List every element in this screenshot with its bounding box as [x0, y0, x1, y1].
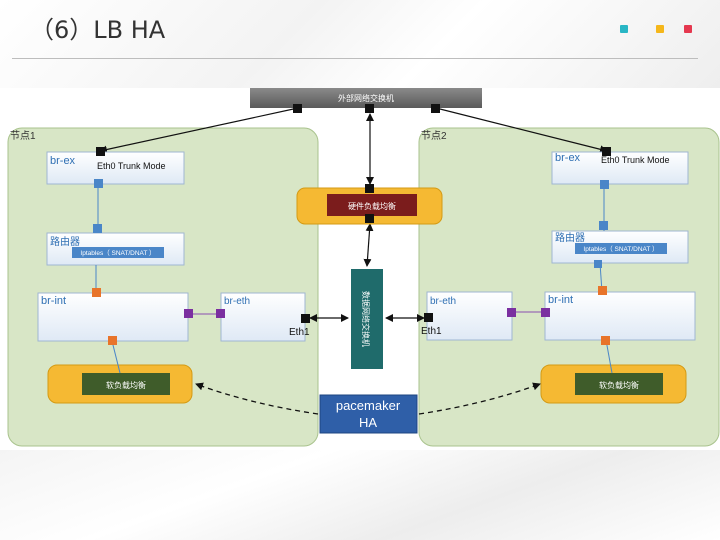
- node2-port: [507, 308, 516, 317]
- node1-br-int-label: br-int: [41, 295, 66, 307]
- node1-trunk-port: [96, 147, 105, 156]
- node1-br-eth-label: br-eth: [224, 296, 250, 307]
- hw-lb-box: [327, 194, 417, 216]
- pacemaker-to-node1-softlb: [195, 382, 319, 415]
- node2-trunk-label: Eth0 Trunk Mode: [601, 155, 670, 165]
- node1-router-label: 路由器: [50, 235, 80, 248]
- node1-port: [108, 336, 117, 345]
- hw-lb-label: 硬件负载均衡: [348, 201, 396, 211]
- title-divider: [12, 58, 698, 59]
- accent-dot-red: [684, 25, 692, 33]
- node2-iptables-label: Iptables（ SNAT/DNAT ）: [583, 245, 658, 253]
- node2-label: 节点2: [421, 130, 447, 142]
- slide-title: （6）LB HA: [30, 16, 166, 44]
- accent-dot-yellow: [656, 25, 664, 33]
- node1-port: [184, 309, 193, 318]
- pacemaker-box: [319, 394, 418, 434]
- switch-port-right: [431, 104, 440, 113]
- node2-br-int-label: br-int: [548, 294, 573, 306]
- node1-link-brint-softlb: [111, 340, 121, 374]
- data-switch-label: 数据网络交换机: [361, 291, 371, 347]
- node2-eth1-port: [424, 313, 433, 322]
- node2-br-eth: [426, 291, 513, 341]
- node1-br-eth: [220, 292, 306, 342]
- link-switch-node2: [435, 107, 608, 154]
- node2-br-eth-label: br-eth: [430, 296, 456, 307]
- node2-port: [594, 260, 602, 268]
- node2-eth1-label: Eth1: [421, 326, 442, 337]
- node1-eth1-label: Eth1: [289, 327, 310, 338]
- node1-trunk-label: Eth0 Trunk Mode: [97, 161, 166, 171]
- node2-port: [541, 308, 550, 317]
- hw-lb-port-bottom: [365, 214, 374, 223]
- node2-br-int: [544, 291, 696, 341]
- node1-port: [93, 224, 102, 233]
- node1-label: 节点1: [10, 130, 36, 142]
- diagram-area: 节点1 节点2 外部网络交换机 硬件负载均衡 数据网络交换机 br-ex Eth…: [0, 88, 720, 450]
- node1-br-ex-label: br-ex: [50, 155, 76, 167]
- node1-port: [92, 288, 101, 297]
- node1-soft-lb-label: 软负载均衡: [106, 380, 146, 390]
- ha-label: HA: [359, 415, 377, 430]
- node2-br-ex: [551, 151, 689, 185]
- node2-port: [598, 286, 607, 295]
- node1-iptables: [72, 247, 164, 258]
- data-switch: [351, 269, 383, 369]
- node2-port: [601, 336, 610, 345]
- node1-iptables-label: Iptables（ SNAT/DNAT ）: [80, 249, 155, 257]
- node2-soft-lb-label: 软负载均衡: [599, 380, 639, 390]
- node2-br-ex-label: br-ex: [555, 152, 581, 164]
- node1-soft-lb-box: [82, 373, 170, 395]
- external-switch: [250, 88, 482, 108]
- node2-router-label: 路由器: [555, 231, 585, 244]
- node1-br-ex: [46, 151, 185, 185]
- link-hwlb-dataswitch: [363, 223, 374, 267]
- node1-eth1-port: [301, 314, 310, 323]
- node2-link-brint-softlb: [605, 339, 613, 374]
- switch-port-left: [293, 104, 302, 113]
- node2-trunk-port: [602, 147, 611, 156]
- node1-port: [216, 309, 225, 318]
- footer-background: [0, 448, 720, 540]
- external-switch-label: 外部网络交换机: [338, 93, 394, 103]
- pacemaker-to-node2-softlb: [418, 382, 541, 415]
- hw-lb-port-top: [365, 184, 374, 193]
- link-switch-node1: [99, 107, 299, 154]
- node2-soft-lb-box: [575, 373, 663, 395]
- header-background: [0, 0, 720, 90]
- node1-port: [94, 179, 103, 188]
- switch-port-center: [365, 104, 374, 113]
- pacemaker-label: pacemaker: [336, 398, 401, 413]
- node2-port: [600, 180, 609, 189]
- node2-iptables: [575, 243, 667, 254]
- accent-dot-teal: [620, 25, 628, 33]
- node2-port: [599, 221, 608, 230]
- ha-diagram: 节点1 节点2 外部网络交换机 硬件负载均衡 数据网络交换机 br-ex Eth…: [7, 88, 720, 447]
